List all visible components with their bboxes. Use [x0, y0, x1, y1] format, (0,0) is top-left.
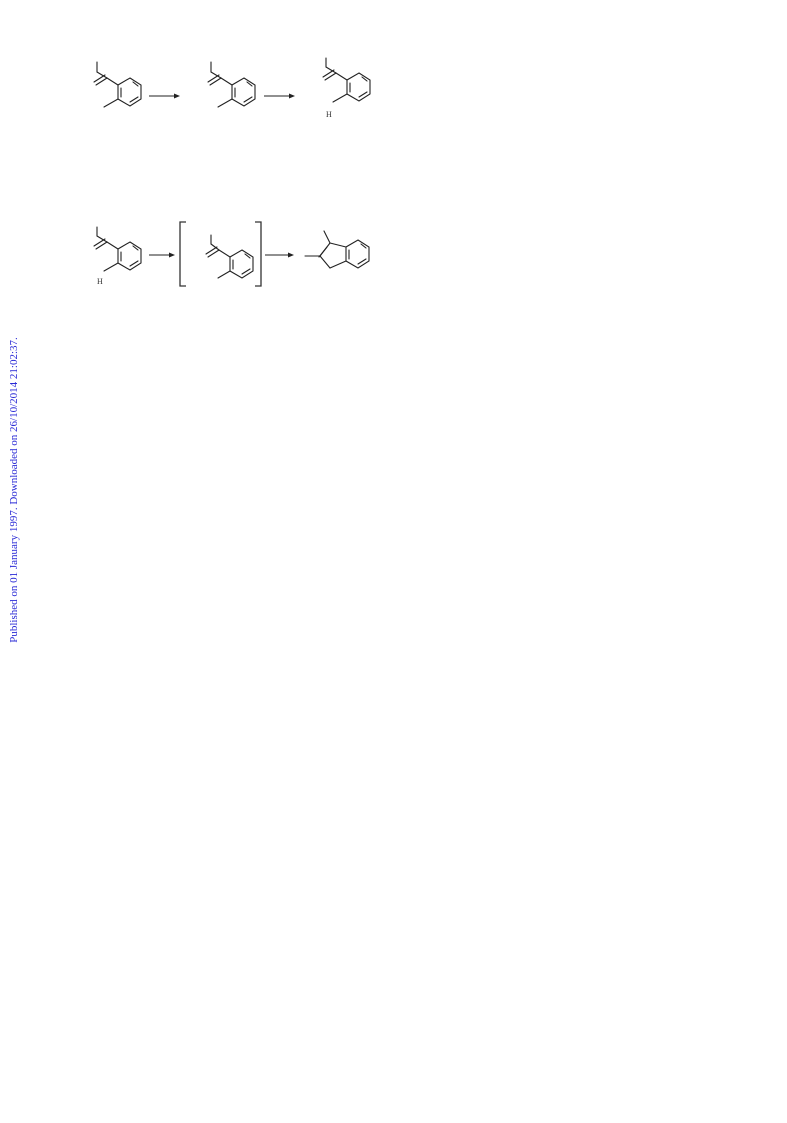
- mark-1c: H: [326, 110, 332, 119]
- molecule-2c: [304, 230, 370, 269]
- reaction-arrow-1: [149, 93, 180, 99]
- scheme-2: H: [93, 221, 370, 287]
- molecule-1b: [207, 61, 256, 108]
- intermediate-brackets: [179, 221, 262, 287]
- scheme-1: H: [93, 57, 371, 119]
- reaction-schemes: H H: [93, 57, 371, 287]
- molecule-2b: [205, 234, 254, 279]
- mark-2a: H: [97, 277, 103, 286]
- molecule-1a: [93, 61, 142, 108]
- molecule-2a: H: [93, 226, 142, 286]
- reaction-arrow-4: [265, 252, 294, 258]
- published-download-note: Published on 01 January 1997. Downloaded…: [8, 337, 20, 643]
- reaction-arrow-3: [149, 252, 175, 258]
- reaction-arrow-2: [264, 93, 295, 99]
- molecule-1c: H: [322, 57, 371, 119]
